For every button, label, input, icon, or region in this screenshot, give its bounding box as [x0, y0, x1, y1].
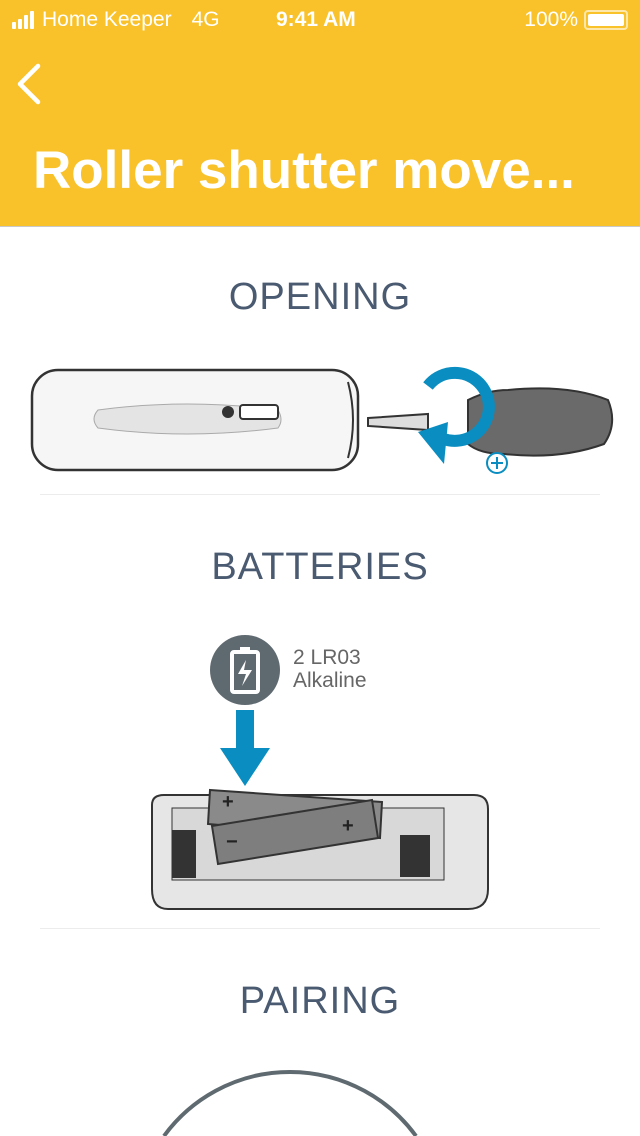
battery-type-label: 2 LR03 [293, 646, 361, 669]
pairing-circle [162, 1070, 418, 1136]
network-label: 4G [191, 8, 220, 31]
carrier-label: Home Keeper [42, 8, 172, 31]
svg-text:+: + [342, 815, 354, 837]
signal-icon [12, 11, 34, 29]
time-label: 9:41 AM [276, 8, 356, 31]
back-button[interactable] [14, 60, 50, 108]
divider [40, 494, 600, 495]
opening-illustration [30, 366, 614, 474]
battery-icon [584, 10, 628, 30]
pairing-illustration [162, 1070, 418, 1136]
divider [40, 928, 600, 929]
battery-chem-label: Alkaline [293, 669, 367, 692]
section-title-batteries: BATTERIES [211, 546, 429, 588]
batteries-illustration: + + − [151, 635, 489, 910]
section-title-opening: OPENING [228, 276, 412, 318]
svg-text:+: + [222, 791, 234, 813]
battery-percent: 100% [524, 8, 578, 31]
nav-header: Home Keeper 4G 9:41 AM 100% Roller shutt… [0, 0, 640, 227]
page-title: Roller shutter move... [33, 141, 575, 200]
section-title-pairing: PAIRING [239, 980, 401, 1022]
svg-text:−: − [226, 831, 238, 853]
status-bar: Home Keeper 4G 9:41 AM 100% [0, 6, 640, 36]
